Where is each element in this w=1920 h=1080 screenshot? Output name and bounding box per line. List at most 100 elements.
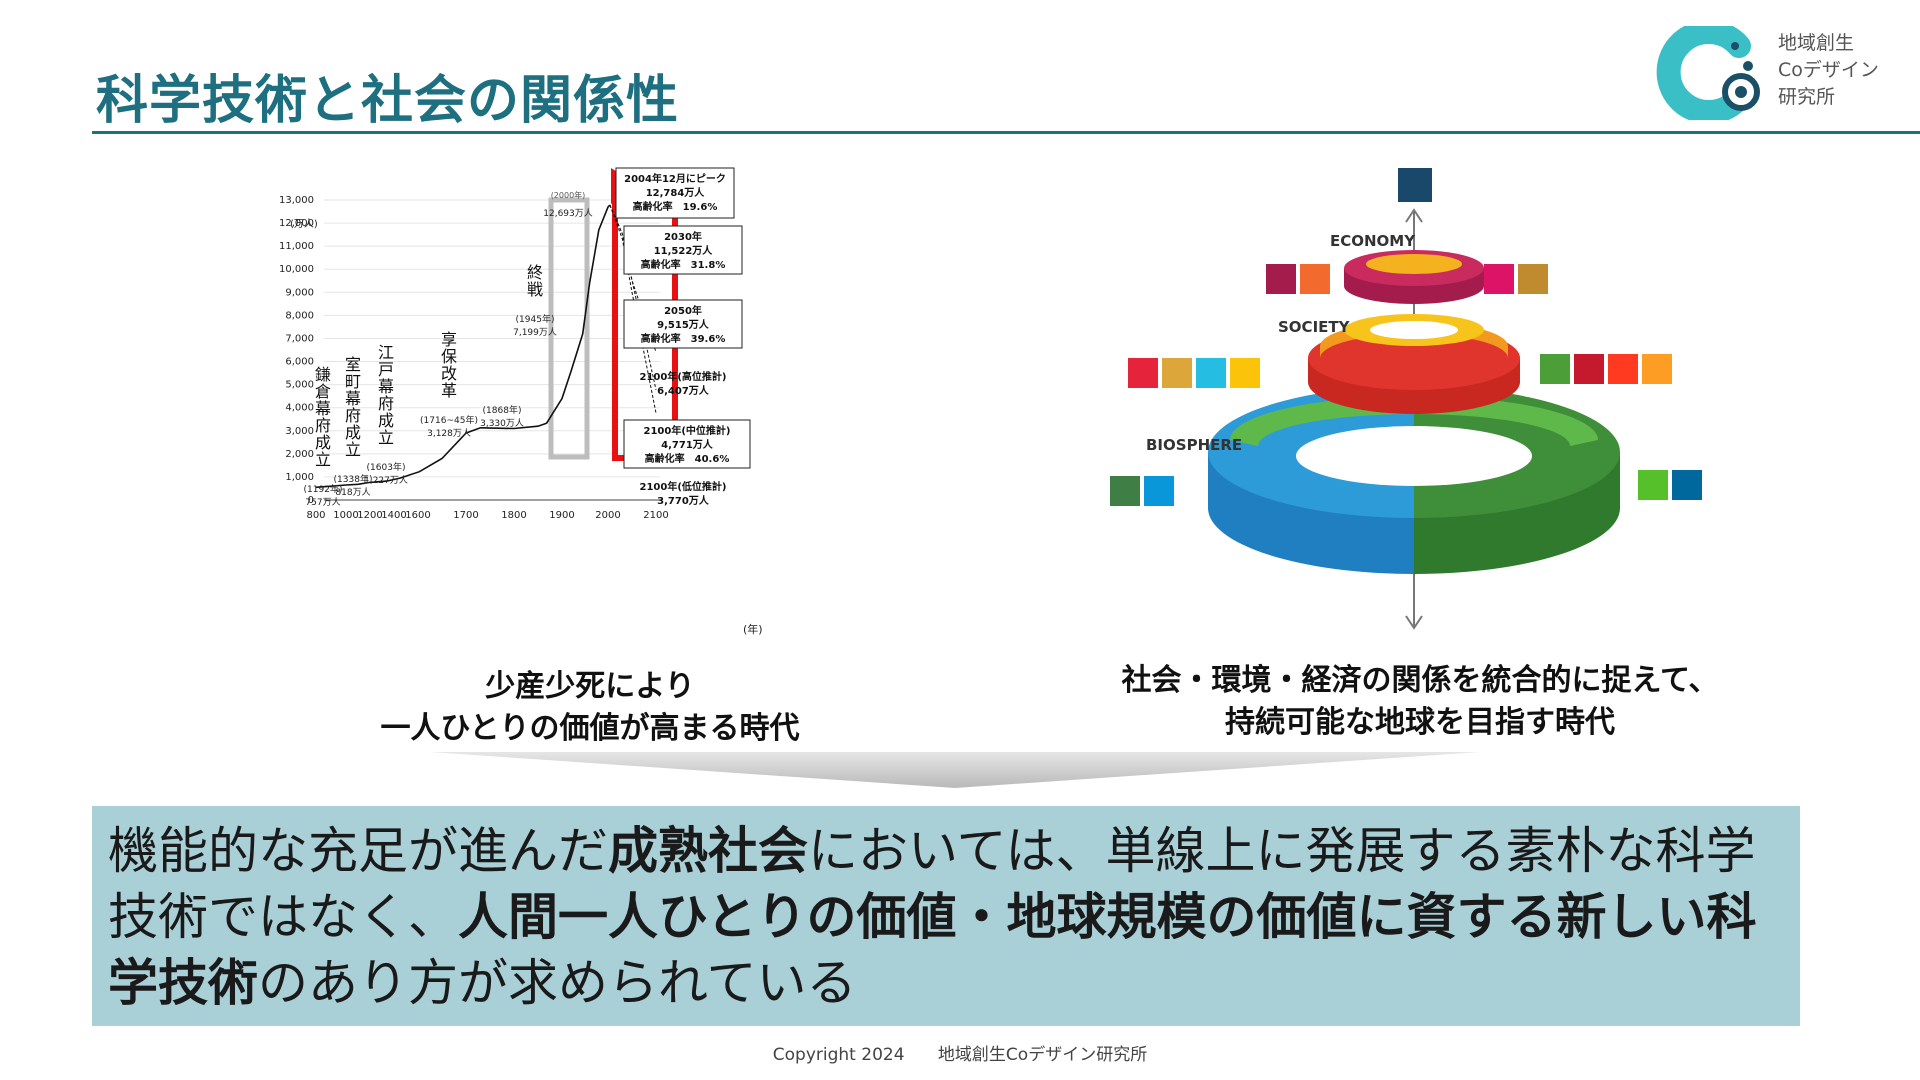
x-tick-label: 1200 [357, 510, 382, 521]
callout-text: 2100年(低位推計) [640, 480, 727, 493]
callout-box [623, 225, 743, 275]
economy-ring [1344, 250, 1484, 304]
y-tick-label: 3,000 [285, 426, 314, 437]
arrow-up-icon [1405, 208, 1423, 223]
x-tick-label: 1000 [333, 510, 358, 521]
co-logo-icon [1656, 26, 1760, 120]
logo: 地域創生 Coデザイン 研究所 [1655, 22, 1895, 122]
callout-text: 2100年(高位推計) [640, 370, 727, 383]
x-tick-label: 1700 [453, 510, 478, 521]
y-tick-label: 13,000 [279, 195, 314, 206]
projection-line [609, 204, 657, 414]
event-label-char: 鎌 [315, 365, 331, 384]
x-tick-label: 1900 [549, 510, 574, 521]
goal-15-icon [1638, 470, 1668, 500]
arrow-down-icon [1405, 615, 1423, 630]
y-tick-label: 8,000 [285, 310, 314, 321]
caption-sdgs: 社会・環境・経済の関係を統合的に捉えて、 持続可能な地球を目指す時代 [1121, 663, 1719, 740]
population-line [315, 204, 611, 489]
biosphere-label: BIOSPHERE [1146, 436, 1242, 454]
event-label-char: 成 [345, 423, 361, 442]
callout-text: 高齢化率 31.8% [641, 258, 726, 271]
goal-11-icon [1642, 354, 1672, 384]
goal-7-icon [1230, 358, 1260, 388]
event-year-note: (1338年) [334, 473, 373, 485]
x-tick-label: 1800 [501, 510, 526, 521]
callout-text: 2100年(中位推計) [644, 424, 731, 437]
message-part-3: のあり方が求められている [258, 954, 857, 1012]
callout-text: 3,770万人 [657, 494, 710, 507]
y-tick-label: 10,000 [279, 264, 314, 275]
y-tick-label: 2,000 [285, 449, 314, 460]
event-year-note: (1945年) [516, 313, 555, 325]
callout-text: 2004年12月にピーク [624, 172, 726, 185]
population-chart: 01,0002,0003,0004,0005,0006,0007,0008,00… [279, 167, 763, 636]
copyright-text: Copyright 2024 [772, 1045, 905, 1065]
goal-5-icon [1608, 354, 1638, 384]
event-label-char: 立 [345, 440, 361, 459]
event-label-char: 幕 [345, 389, 361, 408]
message-text: 機能的な充足が進んだ成熟社会においては、単線上に発展する素朴な科学技術ではなく、… [108, 818, 1788, 1016]
goal-8-icon [1266, 264, 1296, 294]
event-value-note: 1,227万人 [364, 475, 408, 486]
title-underline [92, 131, 1920, 134]
y-tick-label: 6,000 [285, 357, 314, 368]
sdg-goal-icons [1110, 168, 1702, 506]
message-bold-1: 成熟社会 [608, 822, 808, 880]
goal-12-icon [1518, 264, 1548, 294]
y-tick-label: 1,000 [285, 472, 314, 483]
peak-value-note: 12,693万人 [543, 208, 593, 219]
event-label-char: 享 [441, 330, 457, 349]
y-tick-label: 4,000 [285, 403, 314, 414]
event-value-note: 757万人 [305, 497, 340, 508]
y-axis-ticks: 01,0002,0003,0004,0005,0006,0007,0008,00… [279, 195, 314, 506]
goal-14-icon [1144, 476, 1174, 506]
goal-3-icon [1540, 354, 1570, 384]
goal-9-icon [1300, 264, 1330, 294]
x-tick-label: 800 [306, 510, 325, 521]
event-label-char: 府 [378, 394, 394, 413]
callout-box [615, 167, 735, 219]
goal-16-icon [1672, 470, 1702, 500]
callout-text: 高齢化率 39.6% [641, 332, 726, 345]
society-label: SOCIETY [1278, 318, 1351, 336]
callout-text: 2030年 [664, 230, 702, 243]
sdgs-wedding-cake-diagram: ECONOMY SOCIETY BIOSPHERE [1110, 168, 1702, 630]
x-tick-label: 1600 [405, 510, 430, 521]
message-box: 機能的な充足が進んだ成熟社会においては、単線上に発展する素朴な科学技術ではなく、… [92, 806, 1800, 1026]
footer: Copyright 2024 地域創生Coデザイン研究所 [0, 1040, 1920, 1065]
event-value-note: 3,330万人 [480, 418, 524, 429]
postwar-highlight-frame [548, 197, 590, 460]
callout-text: 4,771万人 [661, 438, 714, 451]
down-arrow-divider [430, 752, 1480, 788]
goal-1-icon [1128, 358, 1158, 388]
goal-13-icon [1110, 476, 1140, 506]
goal-6-icon [1196, 358, 1226, 388]
message-part-1: 機能的な充足が進んだ [108, 822, 608, 880]
event-label-char: 戸 [378, 360, 394, 379]
callout-box [623, 419, 751, 469]
goal-17-icon [1398, 168, 1432, 202]
peak-year-note: (2000年) [551, 190, 586, 200]
goal-10-icon [1484, 264, 1514, 294]
y-tick-label: 0 [308, 495, 314, 506]
event-year-note: (1716~45年) [420, 414, 478, 426]
y-tick-label: 7,000 [285, 333, 314, 344]
society-ring [1308, 314, 1520, 414]
event-label-char: 革 [441, 381, 457, 400]
event-label-char: 成 [378, 411, 394, 430]
x-tick-label: 2000 [595, 510, 620, 521]
chart-series [315, 204, 657, 489]
callout-text: 高齢化率 19.6% [633, 200, 718, 213]
event-value-note: 7,199万人 [513, 327, 557, 338]
callout-text: 6,407万人 [657, 384, 710, 397]
event-label-char: 立 [378, 428, 394, 447]
event-value-note: 3,128万人 [427, 428, 471, 439]
event-label-char: 倉 [315, 382, 331, 401]
event-value-note: 818万人 [335, 487, 370, 498]
footer-org-name: 地域創生Coデザイン研究所 [937, 1045, 1148, 1065]
event-label-char: 改 [441, 364, 457, 383]
event-label-char: 保 [441, 347, 457, 366]
biosphere-ring [1208, 386, 1620, 574]
y-tick-label: 11,000 [279, 241, 314, 252]
